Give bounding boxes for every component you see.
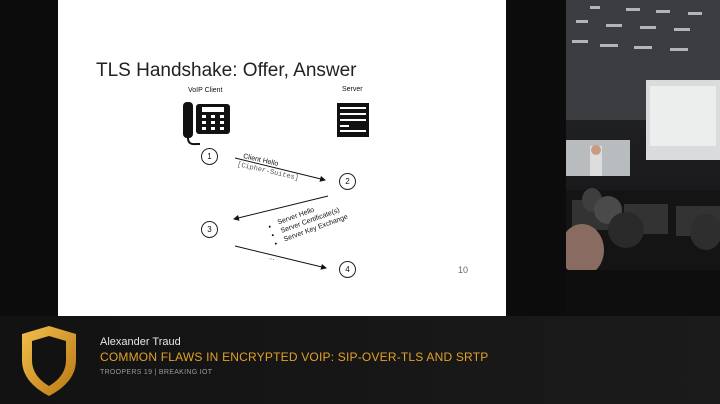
step-4-circle: 4: [339, 261, 356, 278]
slide-title: TLS Handshake: Offer, Answer: [96, 60, 357, 81]
arrow-client-hello: [234, 157, 326, 182]
room-scene-image: [566, 0, 720, 316]
event-info: TROOPERS 19 | BREAKING IOT: [100, 369, 213, 376]
step-2-circle: 2: [339, 173, 356, 190]
step-1-circle: 1: [201, 148, 218, 165]
camera-view: [566, 0, 720, 316]
speaker-name: Alexander Traud: [100, 336, 181, 348]
handshake-arrows: [233, 157, 329, 270]
server-label: Server: [342, 86, 363, 93]
phone-icon: [183, 102, 230, 146]
server-icon: [337, 103, 369, 137]
client-label: VoIP Client: [188, 87, 223, 94]
talk-title: COMMON FLAWS IN ENCRYPTED VOIP: SIP-OVER…: [100, 350, 489, 364]
arrow-continue: [234, 245, 327, 270]
arrow-server-hello: [233, 195, 329, 221]
shield-logo-icon: [22, 326, 76, 396]
step-3-circle: 3: [201, 221, 218, 238]
presentation-slide: TLS Handshake: Offer, Answer VoIP Client…: [58, 0, 506, 316]
lower-third-bar: [0, 316, 720, 404]
slide-page-number: 10: [458, 265, 469, 275]
